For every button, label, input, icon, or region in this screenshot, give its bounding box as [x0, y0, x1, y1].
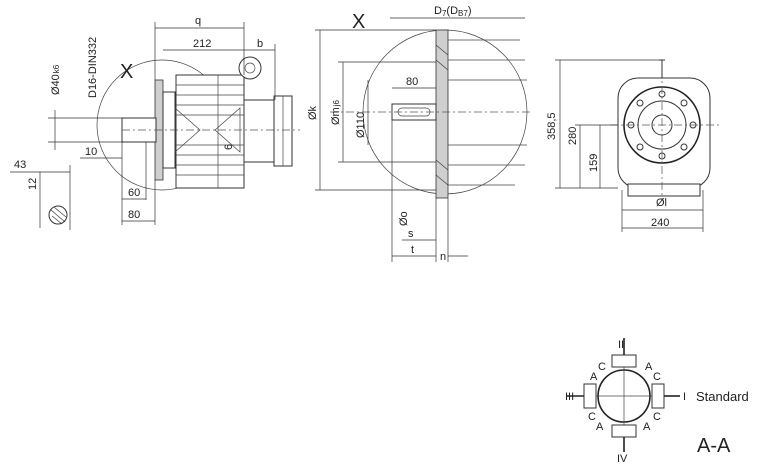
aa-label-c-tl: C: [598, 361, 606, 373]
dim-43: 43: [14, 159, 26, 171]
dim-358-5: 358,5: [546, 112, 558, 140]
motor-fins: [176, 75, 244, 188]
position-2: II: [618, 339, 624, 351]
label-standard: Standard: [696, 389, 749, 404]
dim-b: b: [257, 38, 263, 50]
dim-s: s: [408, 228, 414, 240]
dim-6: 6: [223, 144, 235, 150]
dim-shaft-diameter: Ø40k6: [50, 64, 62, 95]
aa-label-c-br: C: [653, 411, 661, 423]
dim-m: Ømj6: [330, 99, 342, 125]
motor-body: [175, 74, 245, 189]
dim-240: 240: [651, 217, 669, 229]
dim-n: n: [440, 251, 446, 263]
dim-80-left: 80: [128, 209, 140, 221]
adapter-housing: [243, 99, 275, 163]
dim-280: 280: [567, 127, 579, 145]
dim-159: 159: [588, 154, 600, 172]
detail-label-x-center: X: [352, 11, 365, 33]
dim-10: 10: [85, 146, 97, 158]
dim-60: 60: [128, 187, 140, 199]
dim-110: Ø110: [355, 112, 367, 138]
dim-l: Øl: [656, 197, 667, 209]
cooling-fins: [448, 39, 527, 186]
flange-section: [435, 29, 449, 199]
section-title-aa: A-A: [697, 435, 731, 457]
section-aa: II IV III I Standard C A A C C A A C A-A: [565, 338, 749, 465]
position-3: III: [565, 391, 574, 403]
left-side-view: X q: [10, 15, 300, 230]
position-4: IV: [617, 453, 628, 465]
dim-12: 12: [27, 178, 39, 190]
aa-label-c-tr: C: [653, 371, 661, 383]
lifting-eye: [238, 56, 262, 80]
dim-k: Øk: [307, 105, 319, 120]
label-center-hole: D16-DIN332: [87, 37, 99, 98]
aa-label-a-tr: A: [645, 361, 653, 373]
front-view: 358,5 280 159 Øl 240: [546, 59, 720, 232]
bolt-holes: [627, 90, 697, 160]
aa-label-a-tl: A: [590, 371, 598, 383]
dim-d7: D7(DB7): [434, 5, 471, 18]
detail-label-x-left: X: [120, 61, 133, 83]
aa-label-c-bl: C: [588, 411, 596, 423]
aa-label-a-bl: A: [596, 421, 604, 433]
position-1: I: [683, 391, 686, 403]
dim-80-center: 80: [406, 76, 418, 88]
dim-212: 212: [193, 38, 211, 50]
dim-o: Øo: [398, 211, 410, 226]
center-detail-view: X D7(DB7) Øk Ømj6 Ø1: [307, 5, 530, 263]
dim-t: t: [411, 244, 414, 256]
housing-base: [627, 183, 701, 197]
aa-label-a-br: A: [643, 421, 651, 433]
dim-q: q: [195, 15, 201, 27]
housing-outline: [617, 77, 711, 189]
